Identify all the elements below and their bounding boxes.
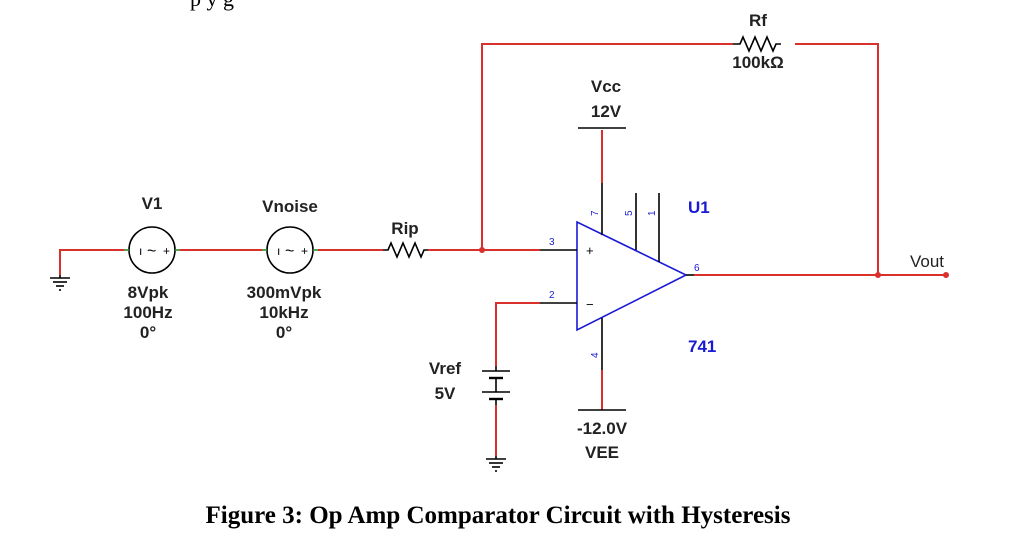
- supply-vee-value: -12.0V: [577, 419, 628, 438]
- battery-vref-name: Vref: [429, 359, 461, 378]
- wire-feedback-left: [481, 43, 733, 250]
- supply-vee: -12.0V VEE: [577, 409, 628, 462]
- opamp-plus-sign: +: [586, 243, 594, 258]
- battery-vref-value: 5V: [435, 384, 456, 403]
- supply-vcc-name: Vcc: [591, 77, 621, 96]
- source-vnoise-minus: ı: [277, 244, 280, 258]
- opamp-minus-sign: −: [586, 297, 594, 312]
- source-vnoise-name: Vnoise: [262, 197, 318, 216]
- pin-6-label: 6: [694, 263, 700, 274]
- pin-3-label: 3: [549, 237, 555, 248]
- source-v1-minus: ı: [139, 244, 142, 258]
- junction-node-plus: [479, 247, 485, 253]
- supply-vee-name: VEE: [585, 443, 619, 462]
- source-v1-frequency: 100Hz: [123, 303, 172, 322]
- output-label: Vout: [910, 252, 944, 271]
- opamp-ref: U1: [688, 198, 710, 217]
- opamp-u1: + − 3 2 6 7 5 1 4 U1 741: [540, 183, 716, 370]
- source-vnoise-frequency: 10kHz: [259, 303, 308, 322]
- supply-vcc: Vcc 12V: [578, 77, 626, 129]
- opamp-triangle: [576, 220, 688, 332]
- wire-minus-vref: [495, 302, 540, 366]
- source-v1-phase: 0°: [140, 323, 156, 342]
- figure-caption: Figure 3: Op Amp Comparator Circuit with…: [206, 502, 791, 529]
- source-v1: ı ~ + V1 8Vpk 100Hz 0°: [123, 194, 180, 342]
- source-vnoise-tilde: ~: [285, 243, 294, 260]
- source-v1-name: V1: [142, 194, 163, 213]
- vout-terminal: [943, 272, 949, 278]
- wire-ground-v1: [59, 249, 124, 275]
- resistor-rf-zigzag: [733, 34, 781, 54]
- junction-node-out: [875, 272, 881, 278]
- ground-symbol-vref: [486, 456, 506, 472]
- battery-vref: Vref 5V: [429, 359, 510, 405]
- pin-1-label: 1: [647, 210, 658, 216]
- pin-4-label: 4: [590, 352, 601, 358]
- source-vnoise-amplitude: 300mVpk: [247, 283, 322, 302]
- resistor-rf-value: 100kΩ: [732, 53, 783, 72]
- pin-7-label: 7: [590, 210, 601, 216]
- source-vnoise-phase: 0°: [276, 323, 292, 342]
- resistor-rip-name: Rip: [391, 219, 418, 238]
- supply-vcc-value: 12V: [591, 102, 622, 121]
- source-v1-tilde: ~: [147, 243, 156, 260]
- source-vnoise-plus: +: [301, 244, 308, 258]
- wire-feedback-right: [795, 43, 879, 275]
- ground-symbol-left: [50, 275, 70, 291]
- resistor-rf-name: Rf: [749, 11, 767, 30]
- pin-5-label: 5: [624, 210, 635, 216]
- resistor-rip: Rip: [383, 219, 428, 260]
- source-v1-amplitude: 8Vpk: [128, 283, 169, 302]
- source-v1-plus: +: [163, 244, 170, 258]
- wires: [59, 43, 949, 456]
- top-text-fragment: p y g: [190, 0, 234, 11]
- pin-2-label: 2: [549, 290, 555, 301]
- source-vnoise: ı ~ + Vnoise 300mVpk 10kHz 0°: [247, 197, 322, 342]
- opamp-model: 741: [688, 337, 716, 356]
- resistor-rip-zigzag: [383, 240, 428, 260]
- resistor-rf: Rf 100kΩ: [732, 11, 783, 72]
